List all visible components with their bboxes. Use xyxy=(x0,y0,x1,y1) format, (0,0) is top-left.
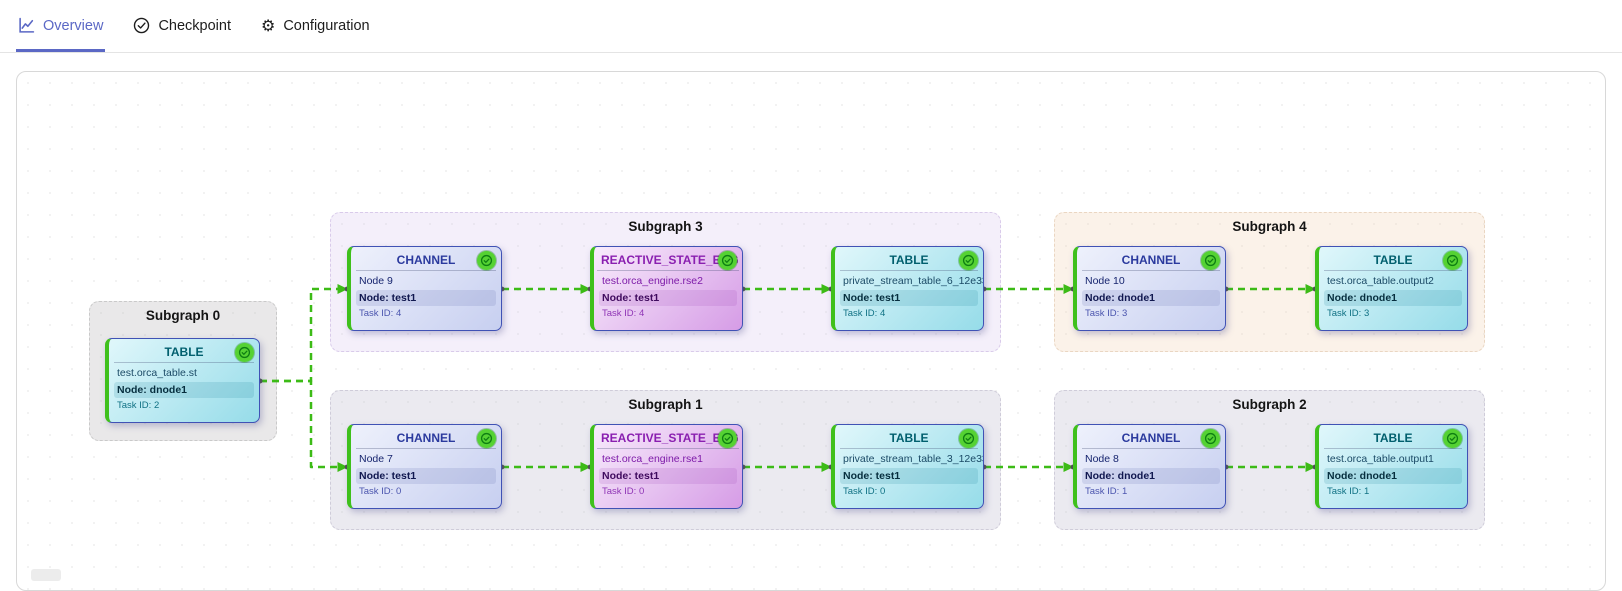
check-badge-icon xyxy=(235,343,254,362)
check-badge-icon xyxy=(1201,251,1220,270)
subgraph-title: Subgraph 3 xyxy=(628,219,703,234)
node-task-id: Task ID: 4 xyxy=(359,308,402,319)
node-type-label: TABLE xyxy=(1324,425,1462,449)
node-host: Node: test1 xyxy=(599,290,737,306)
node-name: test.orca_engine.rse2 xyxy=(602,275,703,287)
node-host: Node: test1 xyxy=(840,468,978,484)
gear-icon: ⚙ xyxy=(260,16,276,35)
node-task-id: Task ID: 1 xyxy=(1327,486,1370,497)
node-name: Node 8 xyxy=(1085,453,1119,465)
check-badge-icon xyxy=(477,251,496,270)
node-host: Node: test1 xyxy=(599,468,737,484)
node-type-label: TABLE xyxy=(840,247,978,271)
node-task-id: Task ID: 3 xyxy=(1327,308,1370,319)
node-host: Node: dnode1 xyxy=(1324,290,1462,306)
subgraph-title: Subgraph 4 xyxy=(1232,219,1307,234)
node-host: Node: dnode1 xyxy=(1082,468,1220,484)
graph-node-reactive_state_engine[interactable]: REACTIVE_STATE_ENGINE test.orca_engine.rs… xyxy=(590,424,743,509)
node-task-id: Task ID: 2 xyxy=(117,400,160,411)
node-type-label: TABLE xyxy=(114,339,254,363)
node-name: test.orca_table.st xyxy=(117,367,197,379)
node-type-label: REACTIVE_STATE_ENGINE xyxy=(597,425,739,449)
node-task-id: Task ID: 4 xyxy=(843,308,886,319)
node-task-id: Task ID: 1 xyxy=(1085,486,1128,497)
check-badge-icon xyxy=(1201,429,1220,448)
minimap-stub[interactable] xyxy=(31,569,61,581)
node-task-id: Task ID: 0 xyxy=(359,486,402,497)
check-badge-icon xyxy=(959,429,978,448)
graph-node-table[interactable]: TABLE private_stream_table_6_12e33... Node… xyxy=(831,246,984,331)
node-host: Node: dnode1 xyxy=(1082,290,1220,306)
tab-label: Checkpoint xyxy=(158,17,231,34)
check-circle-icon xyxy=(133,17,150,34)
node-task-id: Task ID: 4 xyxy=(602,308,645,319)
node-host: Node: test1 xyxy=(840,290,978,306)
node-type-label: CHANNEL xyxy=(356,247,496,271)
tab-configuration[interactable]: ⚙ Configuration xyxy=(259,0,372,52)
node-task-id: Task ID: 3 xyxy=(1085,308,1128,319)
node-name: test.orca_table.output1 xyxy=(1327,453,1434,465)
node-type-label: TABLE xyxy=(1324,247,1462,271)
node-name: Node 9 xyxy=(359,275,393,287)
node-type-label: CHANNEL xyxy=(1082,425,1220,449)
line-chart-icon xyxy=(18,17,35,34)
check-badge-icon xyxy=(477,429,496,448)
node-task-id: Task ID: 0 xyxy=(843,486,886,497)
check-badge-icon xyxy=(959,251,978,270)
node-name: test.orca_engine.rse1 xyxy=(602,453,703,465)
tab-label: Overview xyxy=(43,17,104,34)
node-type-label: REACTIVE_STATE_ENGINE xyxy=(597,247,739,271)
tab-label: Configuration xyxy=(283,17,370,34)
node-name: private_stream_table_6_12e33... xyxy=(843,275,983,287)
node-type-label: CHANNEL xyxy=(356,425,496,449)
check-badge-icon xyxy=(1443,429,1462,448)
check-badge-icon xyxy=(718,429,737,448)
node-host: Node: dnode1 xyxy=(114,382,254,398)
tab-bar: Overview Checkpoint ⚙ Configuration xyxy=(0,0,1622,53)
node-type-label: TABLE xyxy=(840,425,978,449)
node-type-label: CHANNEL xyxy=(1082,247,1220,271)
node-name: Node 7 xyxy=(359,453,393,465)
node-name: test.orca_table.output2 xyxy=(1327,275,1434,287)
check-badge-icon xyxy=(718,251,737,270)
node-host: Node: dnode1 xyxy=(1324,468,1462,484)
node-host: Node: test1 xyxy=(356,468,496,484)
check-badge-icon xyxy=(1443,251,1462,270)
node-host: Node: test1 xyxy=(356,290,496,306)
tab-checkpoint[interactable]: Checkpoint xyxy=(131,0,233,52)
node-name: Node 10 xyxy=(1085,275,1125,287)
subgraph-title: Subgraph 2 xyxy=(1232,397,1307,412)
graph-node-table[interactable]: TABLE private_stream_table_3_12e33... Node… xyxy=(831,424,984,509)
node-name: private_stream_table_3_12e33... xyxy=(843,453,983,465)
subgraph-title: Subgraph 0 xyxy=(145,308,221,323)
tab-overview[interactable]: Overview xyxy=(16,0,106,52)
subgraph-title: Subgraph 1 xyxy=(628,397,703,412)
graph-node-reactive_state_engine[interactable]: REACTIVE_STATE_ENGINE test.orca_engine.rs… xyxy=(590,246,743,331)
node-task-id: Task ID: 0 xyxy=(602,486,645,497)
